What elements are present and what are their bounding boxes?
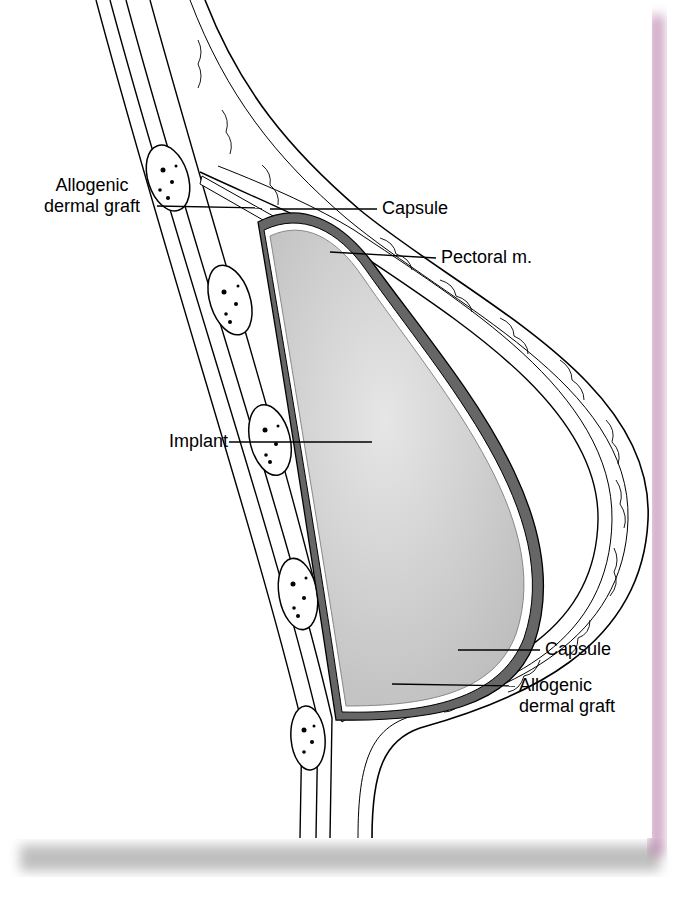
part-label: Allogenic dermal graft bbox=[519, 675, 643, 717]
part-label: Pectoral m. bbox=[441, 247, 561, 268]
fat-lobules bbox=[198, 40, 625, 712]
part-label: Capsule bbox=[545, 639, 635, 660]
frame-shadow bbox=[0, 0, 664, 871]
implant-shape bbox=[270, 230, 524, 706]
capsule bbox=[258, 213, 544, 720]
part-label: Capsule bbox=[382, 198, 472, 219]
part-label: Implant bbox=[150, 431, 228, 452]
part-label: Allogenic dermal graft bbox=[28, 175, 156, 217]
skin bbox=[190, 0, 648, 838]
